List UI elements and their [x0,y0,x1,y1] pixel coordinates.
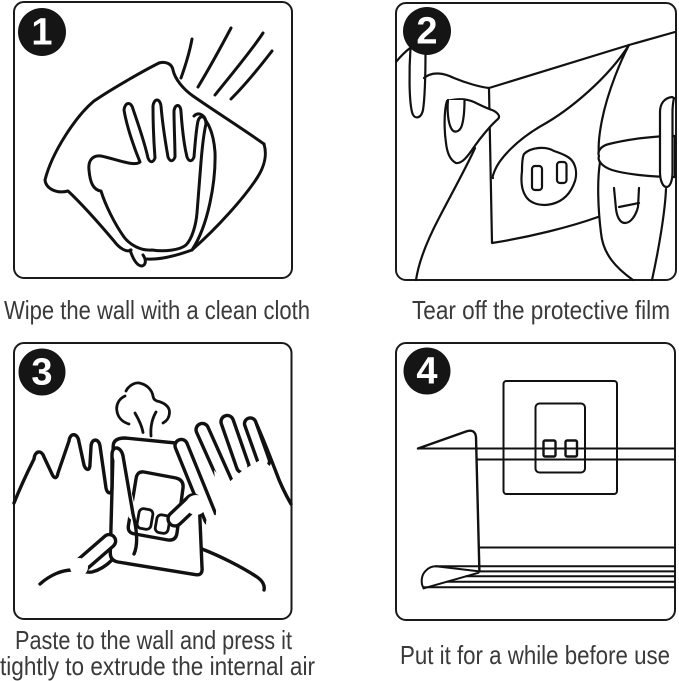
svg-text:3: 3 [31,352,52,394]
svg-text:Put it for a while before use: Put it for a while before use [400,640,670,670]
svg-text:tightly to extrude the interna: tightly to extrude the internal air [0,651,315,681]
svg-text:4: 4 [416,351,437,393]
svg-text:Wipe the wall with a clean clo: Wipe the wall with a clean cloth [4,295,310,325]
svg-text:1: 1 [31,12,52,54]
svg-text:2: 2 [416,11,437,53]
svg-text:Tear off the protective film: Tear off the protective film [412,295,670,325]
svg-text:Paste to the wall and press it: Paste to the wall and press it [15,625,293,655]
